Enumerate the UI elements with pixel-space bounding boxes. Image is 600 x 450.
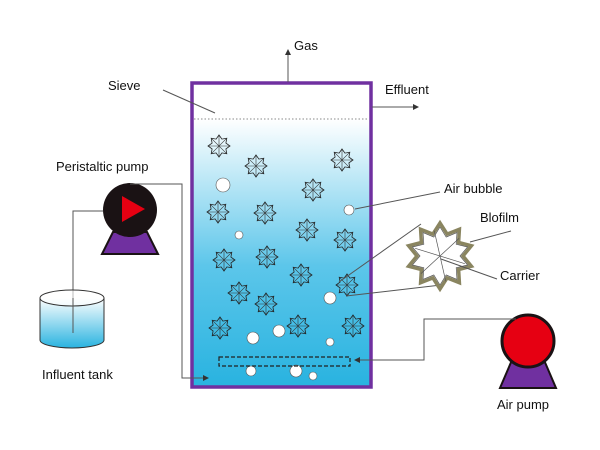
air-bubble <box>245 365 257 377</box>
reactor-water <box>193 119 370 386</box>
air-bubble <box>308 371 318 381</box>
carrier-icon <box>341 314 365 338</box>
air-diffuser <box>218 356 351 367</box>
carrier-label: Carrier <box>500 268 540 283</box>
air-pipe <box>354 318 516 363</box>
carrier-icon <box>227 281 251 305</box>
air-bubble <box>323 291 337 305</box>
biofilm-leader-line <box>469 230 512 243</box>
air-pump-label: Air pump <box>497 397 549 412</box>
enlarged-carrier <box>405 219 475 293</box>
air-bubble-label: Air bubble <box>444 181 503 196</box>
carrier-icon <box>255 245 279 269</box>
gas-label: Gas <box>294 38 318 53</box>
reactor-wall <box>190 81 373 389</box>
bubbles <box>215 177 355 381</box>
carrier-icon <box>212 248 236 272</box>
sieve-leader-line <box>162 89 216 114</box>
carrier-icon <box>330 148 354 172</box>
air-bubble <box>234 230 244 240</box>
biofilm-label: Blofilm <box>480 210 519 225</box>
play-arrow-icon <box>122 196 145 222</box>
carrier-icon <box>208 316 232 340</box>
air-bubble <box>246 331 260 345</box>
carrier-icon <box>206 200 230 224</box>
carrier-icon <box>254 292 278 316</box>
air-bubble <box>272 324 286 338</box>
influent-tank <box>39 289 105 349</box>
air-pump <box>498 313 558 389</box>
carriers <box>206 134 365 340</box>
peristaltic-pump <box>100 183 160 255</box>
carrier-icon <box>253 201 277 225</box>
air-bubble <box>325 337 335 347</box>
reactor <box>190 81 373 389</box>
carrier-icon <box>333 228 357 252</box>
air-pump-body <box>500 313 556 369</box>
carrier-icon <box>207 134 231 158</box>
influent-pipe <box>130 183 209 381</box>
zoom-line-top <box>338 223 422 283</box>
carrier-icon <box>286 314 310 338</box>
tank-water <box>40 298 104 348</box>
air-bubble <box>215 177 231 193</box>
carrier-icon <box>295 218 319 242</box>
carrier-icon <box>244 154 268 178</box>
carrier-icon <box>301 178 325 202</box>
air-bubble <box>289 364 303 378</box>
influent-tank-label: Influent tank <box>42 367 113 382</box>
effluent-label: Effluent <box>385 82 429 97</box>
carrier-icon <box>289 263 313 287</box>
peristaltic-pump-label: Peristaltic pump <box>56 159 148 174</box>
air-bubble <box>343 204 355 216</box>
sieve-label: Sieve <box>108 78 141 93</box>
air-bubble-leader-line <box>354 191 441 210</box>
carrier-leader-line <box>440 258 498 280</box>
zoom-line-bottom <box>345 284 442 297</box>
